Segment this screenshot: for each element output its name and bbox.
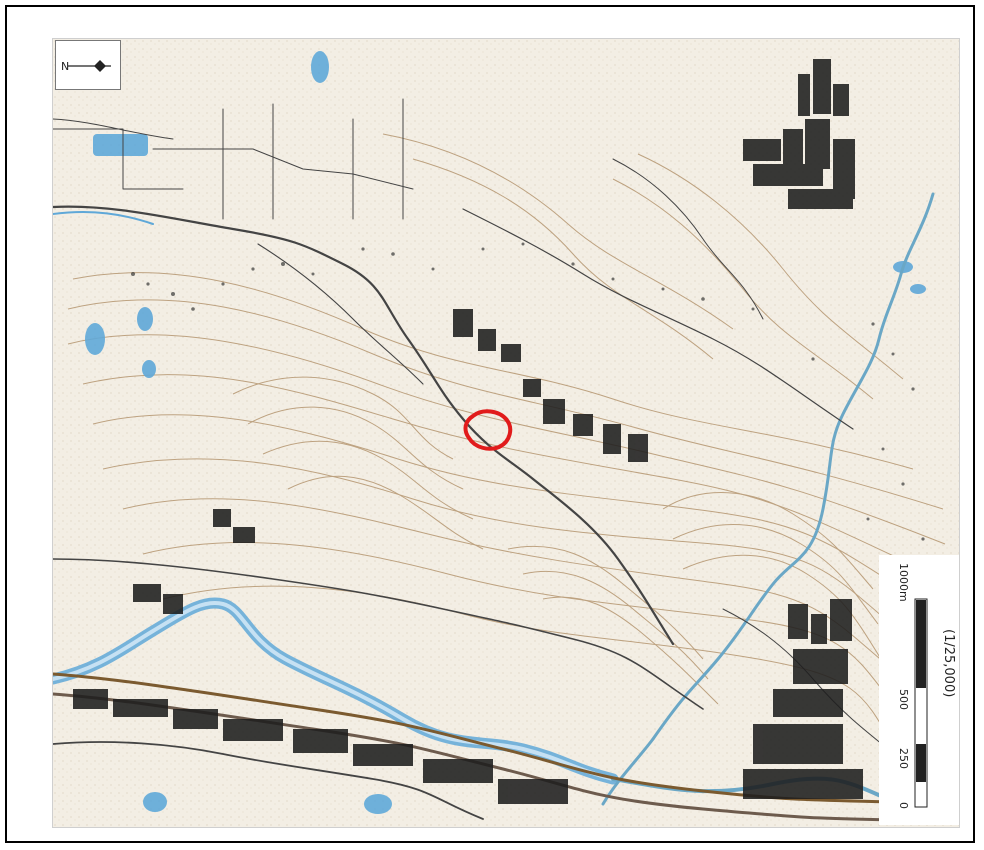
north-arrow-icon: N (61, 60, 111, 73)
scale-ratio: (1/25,000) (941, 629, 956, 698)
scale-tick-0: 0 (897, 802, 910, 809)
site-location-icon[interactable] (463, 409, 513, 451)
settlement-dots (131, 242, 925, 541)
scale-tick-250: 250 (897, 748, 910, 769)
compass-label: N (61, 60, 69, 73)
map-canvas (53, 39, 959, 827)
contour-lines (67, 133, 946, 780)
buildings (73, 59, 863, 804)
scale-panel: 1000m 500 250 0 (1/25,000) (879, 555, 959, 825)
site-marker[interactable] (463, 409, 513, 451)
topographic-map[interactable] (52, 38, 960, 828)
scale-tick-1000: 1000m (897, 563, 910, 602)
water-ponds (85, 51, 926, 814)
scale-tick-500: 500 (897, 689, 910, 710)
compass-box: N (55, 40, 121, 90)
scale-bar (914, 598, 928, 808)
